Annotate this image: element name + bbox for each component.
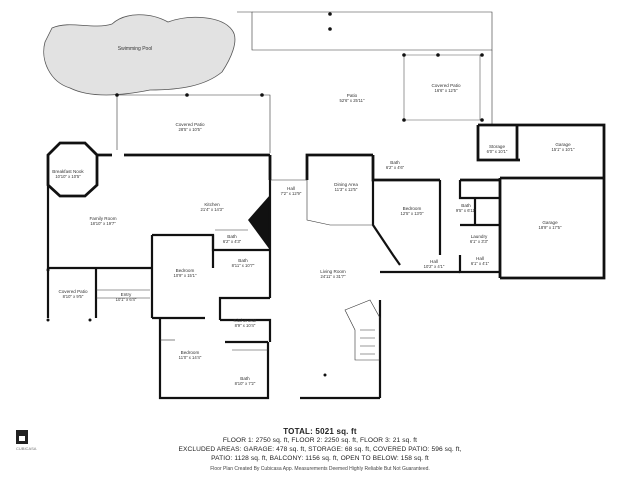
room-label-bath-top: Bath — [390, 160, 400, 165]
thin-lines — [96, 179, 381, 361]
room-label-storage: Storage — [489, 144, 506, 149]
room-label-bath-bottom: Bath — [240, 376, 250, 381]
room-dim-garage-big: 18'9" x 17'5" — [539, 225, 562, 230]
room-dim-covered-patio-mid: 28'5" x 10'5" — [179, 127, 202, 132]
room-label-hall-small: Hall — [476, 256, 484, 261]
room-dim-bedroom-right: 12'5" x 13'0" — [401, 211, 424, 216]
room-dim-hall-center: 7'2" x 12'9" — [281, 191, 302, 196]
room-label-family-room: Family Room — [89, 216, 116, 221]
room-dim-dining-area: 11'3" x 12'5" — [335, 187, 358, 192]
room-label-bath-small: Bath — [227, 234, 237, 239]
room-label-entry: Entry — [121, 292, 132, 297]
room-label-kitchen: Kitchen — [204, 202, 220, 207]
room-dim-bath-small: 6'2" x 4'3" — [223, 239, 242, 244]
logo-text: CUBICASA — [16, 446, 37, 451]
room-label-patio: Patio — [347, 93, 358, 98]
room-label-dining-area: Dining Area — [334, 182, 358, 187]
total-area-title: TOTAL: 5021 sq. ft — [283, 427, 357, 436]
room-label-bath-mid: Bath — [238, 258, 248, 263]
room-dim-bedroom-mid: 10'9" x 15'1" — [174, 273, 197, 278]
room-label-garage-big: Garage — [542, 220, 558, 225]
room-label-bedroom-bottom: Bedroom — [181, 350, 200, 355]
room-dim-bedroom-bottom: 11'0" x 14'4" — [179, 355, 202, 360]
room-label-laundry: Laundry — [471, 234, 488, 239]
room-label-garage-top: Garage — [555, 142, 571, 147]
interior-walls — [46, 180, 500, 400]
room-label-covered-patio-top: Covered Patio — [431, 83, 461, 88]
room-label-living-room: Living Room — [320, 269, 346, 274]
patio-areas-line: PATIO: 1128 sq. ft, BALCONY: 1156 sq. ft… — [211, 455, 429, 462]
floor-plan: Swimming Pool Patio 52'6" x 25'11" Cover… — [43, 11, 606, 400]
room-label-covered-patio-left: Covered Patio — [58, 289, 88, 294]
room-dim-covered-patio-left: 8'10" x 9'5" — [63, 294, 84, 299]
room-label-hall-center: Hall — [287, 186, 295, 191]
room-dim-hall-mid: 10'2" x 4'1" — [424, 264, 445, 269]
room-label-hall-mid: Hall — [430, 259, 438, 264]
exterior-walls — [97, 123, 606, 280]
house-icon — [16, 430, 28, 444]
patio-outline — [116, 11, 493, 153]
room-dim-garage-top: 15'1" x 10'1" — [552, 147, 575, 152]
room-label-bedroom-right: Bedroom — [403, 206, 422, 211]
room-label-covered-patio-mid: Covered Patio — [175, 122, 205, 127]
floor-areas-line: FLOOR 1: 2750 sq. ft, FLOOR 2: 2250 sq. … — [222, 437, 418, 444]
room-dim-kitchenette: 8'9" x 10'4" — [235, 323, 256, 328]
room-label-bedroom-mid: Bedroom — [176, 268, 195, 273]
cubicasa-logo: CUBICASA — [16, 430, 37, 451]
room-dim-covered-patio-top: 16'6" x 12'5" — [435, 88, 458, 93]
excluded-areas-line: EXCLUDED AREAS: GARAGE: 478 sq. ft, STOR… — [178, 446, 462, 453]
room-dim-storage: 6'0" x 10'1" — [487, 149, 508, 154]
swimming-pool-shape — [43, 14, 236, 96]
room-dim-entry: 10'1" x 6'4" — [116, 297, 137, 302]
room-dim-breakfast-nook: 10'10" x 10'5" — [55, 174, 81, 179]
room-dim-patio: 52'6" x 25'11" — [340, 98, 365, 103]
disclaimer-footer: Floor Plan Created By Cubicasa App. Meas… — [210, 466, 430, 472]
room-dim-kitchen: 21'4" x 14'3" — [201, 207, 224, 212]
room-dim-bath-top: 6'2" x 4'6" — [386, 165, 405, 170]
breakfast-nook-walls — [46, 141, 99, 198]
room-labels: Swimming Pool Patio 52'6" x 25'11" Cover… — [52, 46, 575, 386]
room-dim-bath-mid: 8'11" x 10'7" — [232, 263, 255, 268]
room-dim-family-room: 18'10" x 19'7" — [90, 221, 116, 226]
room-dim-laundry: 6'1" x 3'3" — [470, 239, 489, 244]
room-dim-bath-right: 9'5" x 6'11" — [456, 208, 477, 213]
room-label-breakfast-nook: Breakfast Nook — [52, 169, 84, 174]
room-dim-living-room: 24'11" x 31'7" — [321, 274, 346, 279]
room-label-swimming-pool: Swimming Pool — [118, 46, 152, 52]
room-dim-bath-bottom: 8'10" x 7'2" — [235, 381, 256, 386]
room-label-kitchenette: Kitchenette — [234, 318, 257, 323]
room-dim-hall-small: 6'1" x 4'1" — [471, 261, 490, 266]
room-label-bath-right: Bath — [461, 203, 471, 208]
